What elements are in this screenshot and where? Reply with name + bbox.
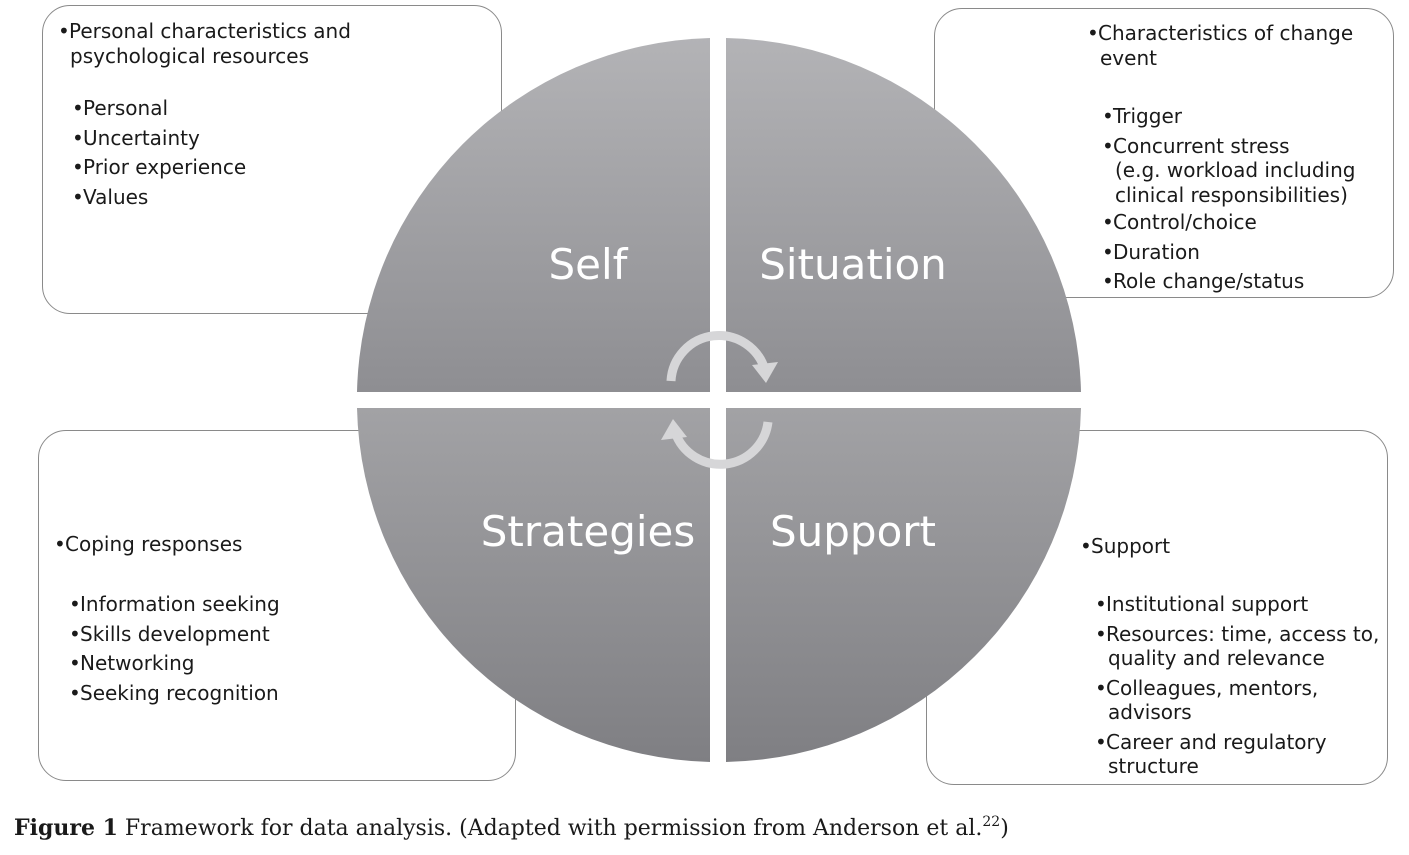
cycle-arrow-head-bottom <box>661 419 687 440</box>
quadrant-label-strategies: Strategies <box>480 507 696 556</box>
quadrant-situation <box>726 38 1081 392</box>
quadrant-label-self: Self <box>548 240 628 289</box>
quadrant-label-support: Support <box>769 507 937 556</box>
support-list: •Institutional support •Resources: time,… <box>1095 592 1379 779</box>
list-item: •Prior experience <box>72 155 247 179</box>
list-item: •Trigger <box>1102 104 1182 128</box>
strategies-list: •Information seeking •Skills development… <box>69 590 280 708</box>
self-list: •Personal •Uncertainty •Prior experience… <box>72 94 246 212</box>
list-item: •Seeking recognition <box>69 680 279 705</box>
quadrant-self <box>357 38 710 392</box>
list-item-continuation: quality and relevance <box>1108 646 1325 670</box>
self-heading: •Personal characteristics and psychologi… <box>58 19 351 68</box>
list-item: •Duration <box>1102 239 1200 264</box>
situation-heading: •Characteristics of change event <box>1087 21 1354 70</box>
situation-list: •Trigger •Concurrent stress (e.g. worklo… <box>1102 104 1355 294</box>
support-heading: •Support <box>1080 534 1171 558</box>
list-item-continuation: structure <box>1108 754 1199 778</box>
quadrant-support <box>726 408 1081 762</box>
list-item: •Values <box>72 184 149 209</box>
list-item: •Networking <box>69 651 195 675</box>
list-item: •Concurrent stress <box>1102 133 1290 158</box>
list-item-note: clinical responsibilities) <box>1115 182 1348 207</box>
quadrant-label-situation: Situation <box>759 240 947 289</box>
list-item-note: (e.g. workload including <box>1115 158 1356 182</box>
list-item: •Colleagues, mentors, <box>1095 675 1319 700</box>
strategies-heading: •Coping responses <box>54 532 243 556</box>
figure-caption: Figure 1 Framework for data analysis. (A… <box>14 813 1009 844</box>
list-item: •Information seeking <box>69 592 280 616</box>
caption-closing: ) <box>1000 816 1009 841</box>
list-item: •Institutional support <box>1095 592 1309 616</box>
quadrant-strategies <box>357 408 710 762</box>
list-item: •Role change/status <box>1102 269 1305 293</box>
list-item: •Personal <box>72 96 169 120</box>
list-item-continuation: advisors <box>1108 700 1192 724</box>
cycle-arrow-head-top <box>752 362 778 383</box>
cycle-arrows-icon <box>666 330 773 469</box>
list-item: •Career and regulatory <box>1095 729 1327 754</box>
list-item: •Control/choice <box>1102 210 1257 234</box>
list-item: •Uncertainty <box>72 125 200 150</box>
list-item: •Skills development <box>69 621 270 646</box>
caption-text: Framework for data analysis. (Adapted wi… <box>124 816 983 841</box>
list-item: •Resources: time, access to, <box>1095 621 1380 646</box>
caption-reference: 22 <box>982 814 1001 830</box>
figure-label: Figure 1 <box>14 815 118 841</box>
